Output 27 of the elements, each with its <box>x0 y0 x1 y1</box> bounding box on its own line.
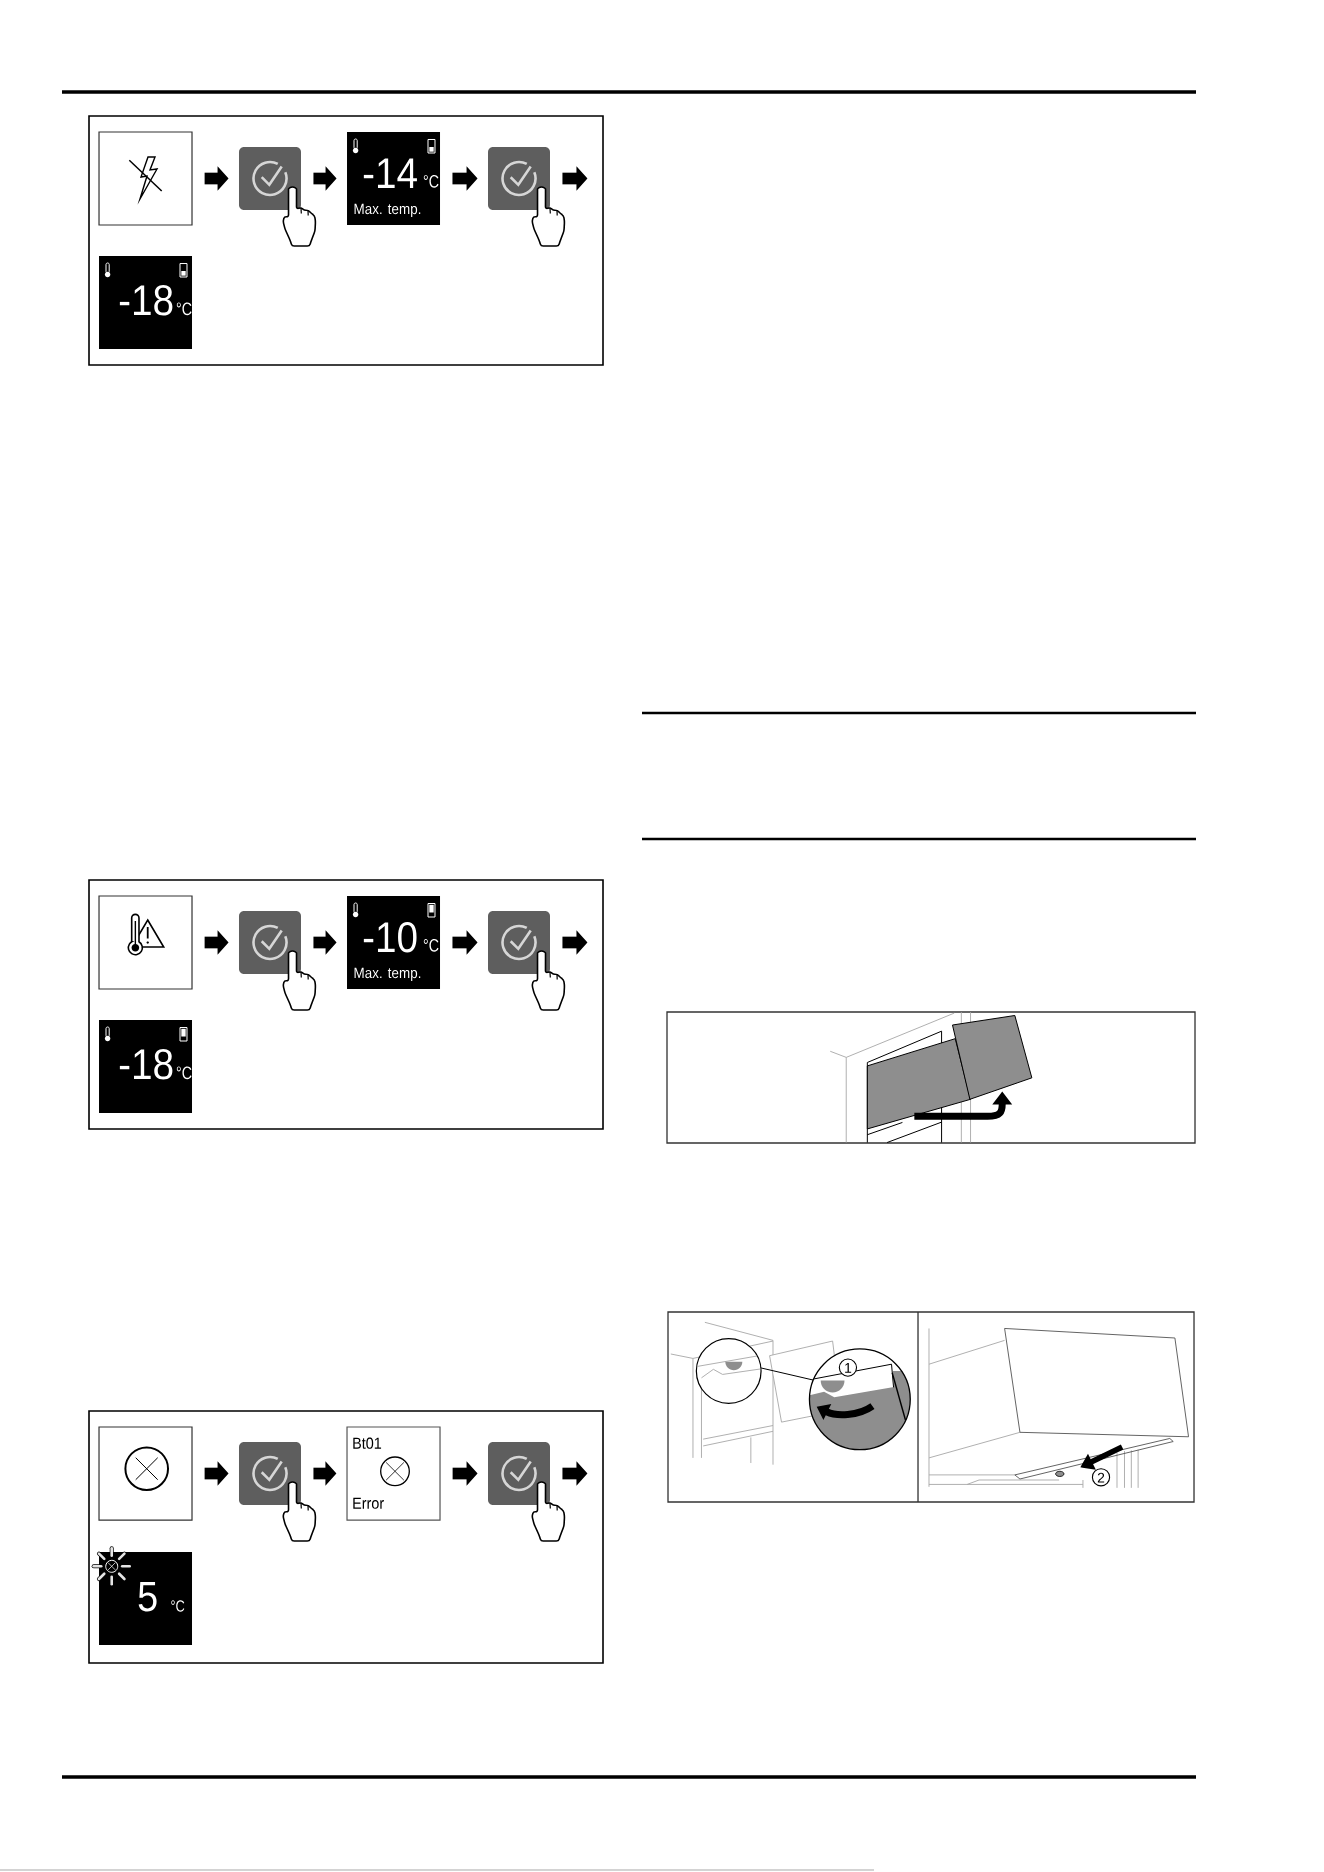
symbol-box <box>98 131 193 226</box>
display-screen <box>99 256 192 349</box>
error-code: Bt01 <box>353 1437 382 1449</box>
temperature-value: -18 <box>119 284 173 316</box>
unit-text: °C <box>423 938 439 952</box>
symbol-box <box>98 895 193 990</box>
unit-text: °C <box>423 174 439 188</box>
unit-text: °C <box>176 1066 192 1080</box>
display-screen <box>347 132 440 225</box>
callout-number: 1 <box>838 1358 858 1377</box>
temperature-value: -14 <box>363 158 417 188</box>
display-screen <box>346 1426 441 1521</box>
temperature-value: -10 <box>363 921 417 953</box>
display-screen <box>99 1020 192 1113</box>
status-text: Error <box>353 1497 384 1509</box>
symbol-box <box>98 1426 193 1521</box>
callout-number: 2 <box>1091 1468 1111 1487</box>
temperature-value: 5 <box>138 1582 157 1612</box>
panel-frame <box>88 1410 604 1664</box>
unit-text: °C <box>171 1600 185 1612</box>
display-caption: Max. temp. <box>354 203 421 218</box>
unit-text: °C <box>176 302 192 316</box>
display-screen <box>347 896 440 989</box>
panel-frame <box>88 879 604 1130</box>
panel-frame <box>88 115 604 366</box>
temperature-value: -18 <box>119 1048 173 1080</box>
display-caption: Max. temp. <box>354 967 421 982</box>
